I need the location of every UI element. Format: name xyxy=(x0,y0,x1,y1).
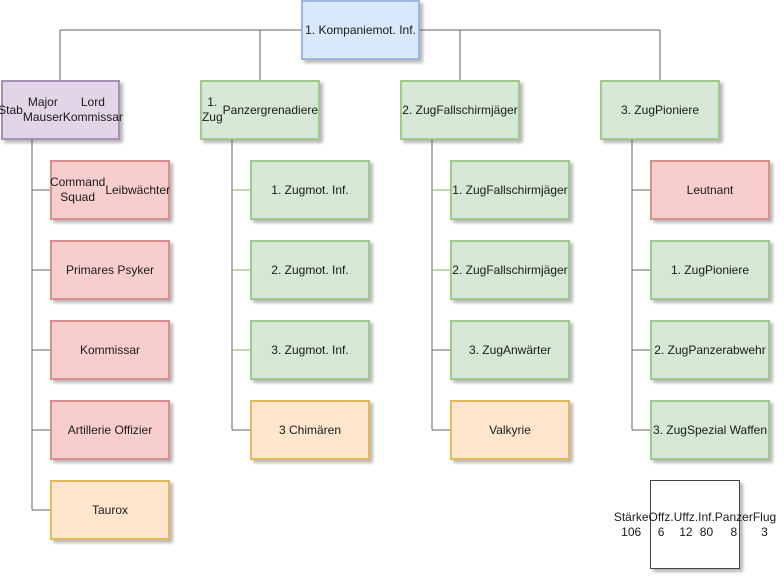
node-3-zug-anwaerter[interactable]: 3. Zug Anwärter xyxy=(450,320,570,380)
node-label: mot. Inf. xyxy=(305,262,349,277)
node-label: Kommissar xyxy=(79,342,140,357)
header-label: Major Mauser xyxy=(22,95,63,124)
node-taurox[interactable]: Taurox xyxy=(50,480,170,540)
node-label: 1. Zug xyxy=(271,182,306,197)
summary-line: Panzer 8 xyxy=(714,510,753,539)
root-label-line1: 1. Kompanie xyxy=(305,22,373,37)
node-label: Leutnant xyxy=(686,182,734,197)
node-label: 3. Zug xyxy=(652,422,687,437)
header-label: Pioniere xyxy=(655,102,700,117)
node-1-zug-fallschirmjaeger[interactable]: 1. Zug Fallschirmjäger xyxy=(450,160,570,220)
node-label: 3. Zug xyxy=(468,342,503,357)
node-label: 1. Zug xyxy=(452,182,487,197)
node-label: Taurox xyxy=(91,502,129,517)
node-label: Artillerie Offizier xyxy=(67,422,153,437)
summary-line: Stärke 106 xyxy=(613,510,649,539)
node-3-chimaeren[interactable]: 3 Chimären xyxy=(250,400,370,460)
node-label: Panzerabwehr xyxy=(688,342,766,357)
header-node-pioniere[interactable]: 3. Zug Pioniere xyxy=(600,80,720,140)
node-label: 2. Zug xyxy=(654,342,689,357)
header-label: 3. Zug xyxy=(620,102,655,117)
node-2-zug-fallschirmjaeger[interactable]: 2. Zug Fallschirmjäger xyxy=(450,240,570,300)
header-label: 1. Zug xyxy=(201,95,223,124)
node-label: Anwärter xyxy=(503,342,552,357)
node-label: Command Squad xyxy=(49,175,106,204)
summary-line: Offz. 6 xyxy=(648,510,674,539)
node-primares-psyker[interactable]: Primares Psyker xyxy=(50,240,170,300)
node-label: Pioniere xyxy=(705,262,750,277)
header-label: 2. Zug xyxy=(402,102,437,117)
header-label: Lord Kommissar xyxy=(62,95,123,124)
strength-summary-box: Stärke 106 Offz. 6 Uffz. 12 Inf. 80 Panz… xyxy=(614,480,776,569)
node-3-zug-spezial-waffen[interactable]: 3. Zug Spezial Waffen xyxy=(650,400,770,460)
node-label: Valkyrie xyxy=(489,422,531,437)
header-node-stab[interactable]: Stab Major Mauser Lord Kommissar xyxy=(0,80,123,140)
node-1-zug-mot-inf[interactable]: 1. Zug mot. Inf. xyxy=(250,160,370,220)
summary-line: Uffz. 12 xyxy=(673,510,699,539)
node-artillerie-offizier[interactable]: Artillerie Offizier xyxy=(50,400,170,460)
node-label: Fallschirmjäger xyxy=(486,262,568,277)
header-node-fallschirmjaeger[interactable]: 2. Zug Fallschirmjäger xyxy=(400,80,520,140)
node-1-zug-pioniere[interactable]: 1. Zug Pioniere xyxy=(650,240,770,300)
node-label: mot. Inf. xyxy=(305,342,349,357)
root-label-line2: mot. Inf. xyxy=(372,22,416,37)
node-kommissar[interactable]: Kommissar xyxy=(50,320,170,380)
node-label: Leibwächter xyxy=(105,182,171,197)
header-node-panzergrenadiere[interactable]: 1. Zug Panzergrenadiere xyxy=(200,80,320,140)
node-label: 3. Zug xyxy=(271,342,306,357)
summary-line: Inf. 80 xyxy=(698,510,715,539)
node-label: 3 Chimären xyxy=(278,422,342,437)
node-command-squad[interactable]: Command Squad Leibwächter xyxy=(50,160,170,220)
node-label: 2. Zug xyxy=(271,262,306,277)
node-label: mot. Inf. xyxy=(305,182,349,197)
node-label: 2. Zug xyxy=(452,262,487,277)
node-3-zug-mot-inf[interactable]: 3. Zug mot. Inf. xyxy=(250,320,370,380)
node-label: Primares Psyker xyxy=(65,262,154,277)
node-2-zug-panzerabwehr[interactable]: 2. Zug Panzerabwehr xyxy=(650,320,770,380)
node-2-zug-mot-inf[interactable]: 2. Zug mot. Inf. xyxy=(250,240,370,300)
node-valkyrie[interactable]: Valkyrie xyxy=(450,400,570,460)
node-label: 1. Zug xyxy=(670,262,705,277)
header-label: Stab xyxy=(0,102,23,117)
node-label: Fallschirmjäger xyxy=(486,182,568,197)
node-leutnant[interactable]: Leutnant xyxy=(650,160,770,220)
header-label: Panzergrenadiere xyxy=(222,102,319,117)
node-label: Spezial Waffen xyxy=(686,422,768,437)
summary-line: Flug 3 xyxy=(752,510,777,539)
header-label: Fallschirmjäger xyxy=(436,102,518,117)
root-node-kompanie[interactable]: 1. Kompanie mot. Inf. xyxy=(301,0,420,60)
